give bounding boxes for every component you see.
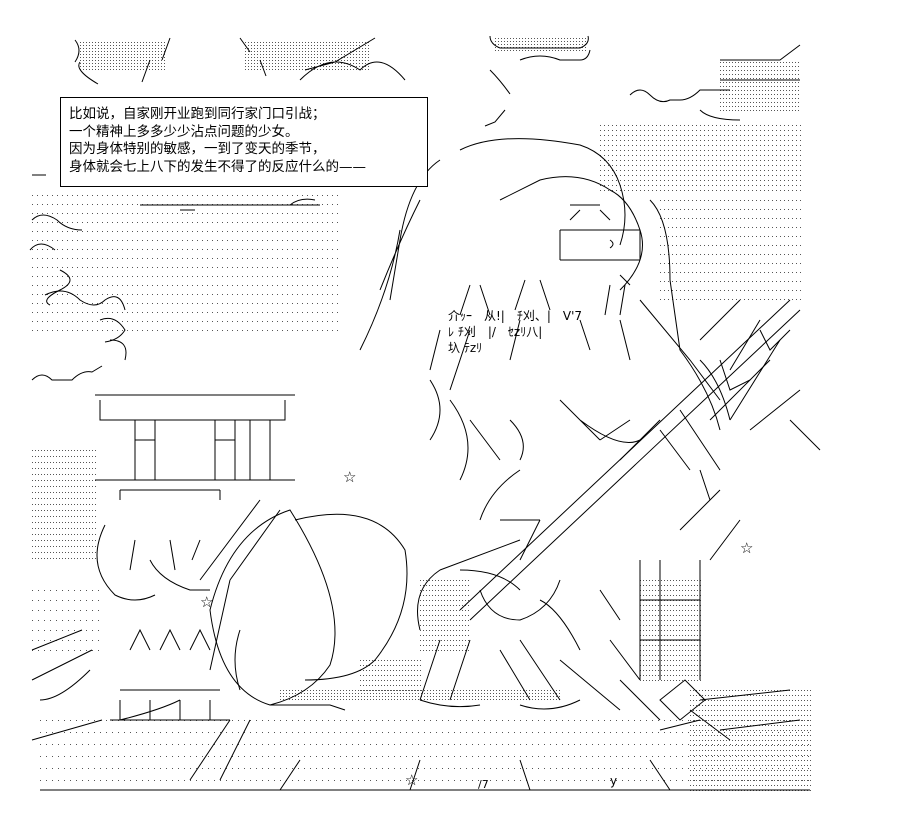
dots-right-sky [600, 125, 801, 191]
line-art-stroke-3 [489, 35, 591, 61]
line-art-stroke-31 [499, 176, 643, 291]
line-art-stroke-40 [479, 469, 541, 561]
caption-box: 比如说，自家刚开业跑到同行家门口引战； 一个精神上多多少少沾点问题的少女。 因为… [60, 97, 428, 187]
star-mark-2: ☆ [740, 539, 753, 557]
line-art-stroke-23 [31, 629, 181, 741]
line-art-stroke-44 [419, 699, 581, 710]
line-art-stroke-37 [429, 319, 631, 391]
line-art-stroke-12 [95, 394, 295, 421]
caption-line-4: 身体就会七上八下的发生不得了的反应什么的—— [69, 158, 366, 175]
line-art-stroke-8 [29, 214, 83, 306]
line-art-stroke-26 [189, 719, 251, 781]
line-art-stroke-43 [419, 639, 621, 711]
line-art-stroke-1 [74, 37, 171, 85]
background-dot-texture [32, 38, 811, 791]
line-art-stroke-19 [199, 499, 281, 581]
dots-cloud-top-right [495, 38, 586, 51]
line-art-stroke-52 [709, 359, 821, 451]
line-art-stroke-49 [599, 589, 661, 721]
dots-cloud-top-mid [245, 42, 369, 70]
bottom-mark-7: /7 [478, 778, 489, 791]
line-art-stroke-6 [629, 89, 741, 121]
text-marks: ☆ ☆ ☆ ☆ 介ｯｰ 从!| ﾁ刈、| V'7 ﾚ ﾁ刈 |/ ｾzﾘ八| 圦 ﾃzﾘ/7… [200, 309, 753, 791]
dots-right-pillar [640, 580, 701, 681]
caption-line-3: 因为身体特别的敏感，一到了变天的季节， [69, 141, 326, 157]
line-art-stroke-39 [559, 399, 661, 461]
line-art-stroke-38 [429, 379, 524, 481]
line-art-strokes [29, 35, 821, 791]
line-art-stroke-32 [639, 199, 731, 431]
line-art-stroke-27 [270, 704, 346, 711]
line-art-stroke-22 [209, 579, 241, 691]
line-art-stroke-34 [559, 204, 641, 261]
line-art-stroke-29 [459, 138, 626, 246]
dots-left-lower [32, 590, 99, 651]
face-fragment-2: ﾚ ﾁ刈 |/ ｾzﾘ八| [448, 325, 542, 339]
bottom-mark-y: y [610, 774, 617, 788]
dots-left-wall [32, 450, 96, 559]
line-art-stroke-33 [699, 299, 781, 421]
line-art-stroke-28 [40, 759, 810, 791]
caption-line-2: 一个精神上多多少少沾点问题的少女。 [69, 123, 299, 140]
line-art-stroke-10 [31, 339, 127, 381]
line-art-stroke-35 [609, 239, 631, 286]
line-art-stroke-25 [110, 689, 230, 721]
line-art-stroke-46 [719, 329, 791, 391]
star-mark-1: ☆ [343, 468, 356, 486]
line-art-stroke-5 [720, 44, 801, 81]
dots-right-upper [720, 62, 799, 111]
line-art-stroke-42 [479, 579, 581, 651]
dots-girl-legs [420, 580, 469, 651]
caption-line-1: 比如说，自家刚开业跑到同行家门口引战； [69, 106, 326, 122]
line-art-stroke-45 [459, 299, 801, 621]
line-art-stroke-41 [417, 539, 521, 631]
dots-ground-right [690, 690, 811, 791]
line-art-stroke-2 [239, 37, 406, 81]
dots-ground [40, 720, 809, 781]
line-art-stroke-14 [214, 420, 236, 480]
line-art-stroke-16 [95, 479, 295, 500]
line-art-stroke-20 [209, 509, 336, 706]
line-art-stroke-11 [140, 198, 320, 211]
line-art-stroke-4 [484, 69, 511, 127]
line-art-stroke-50 [659, 679, 731, 741]
dots-right-mid [660, 200, 801, 300]
dots-floor-left [360, 660, 421, 691]
star-mark-3: ☆ [200, 593, 213, 611]
line-art-stroke-13 [134, 420, 156, 480]
line-art-stroke-36 [459, 279, 626, 316]
face-fragment-3: 圦 ﾃzﾘ [448, 341, 482, 355]
line-art-stroke-17 [96, 524, 210, 601]
line-art-stroke-47 [659, 409, 741, 561]
line-art-stroke-30 [359, 159, 441, 351]
line-art-stroke-24 [129, 628, 211, 651]
line-art-stroke-9 [44, 290, 126, 343]
line-art-stroke-48 [639, 560, 701, 680]
line-art-stroke-15 [249, 420, 271, 480]
face-fragment-1: 介ｯｰ 从!| ﾁ刈、| V'7 [448, 309, 582, 323]
dots-left-sky [32, 195, 338, 331]
line-art-stroke-51 [699, 689, 801, 731]
star-mark-4: ☆ [405, 771, 418, 789]
line-art-stroke-21 [294, 513, 408, 681]
dots-floor-band [280, 690, 560, 700]
line-art-stroke-18 [129, 539, 201, 571]
dots-cloud-top-left [80, 42, 165, 70]
